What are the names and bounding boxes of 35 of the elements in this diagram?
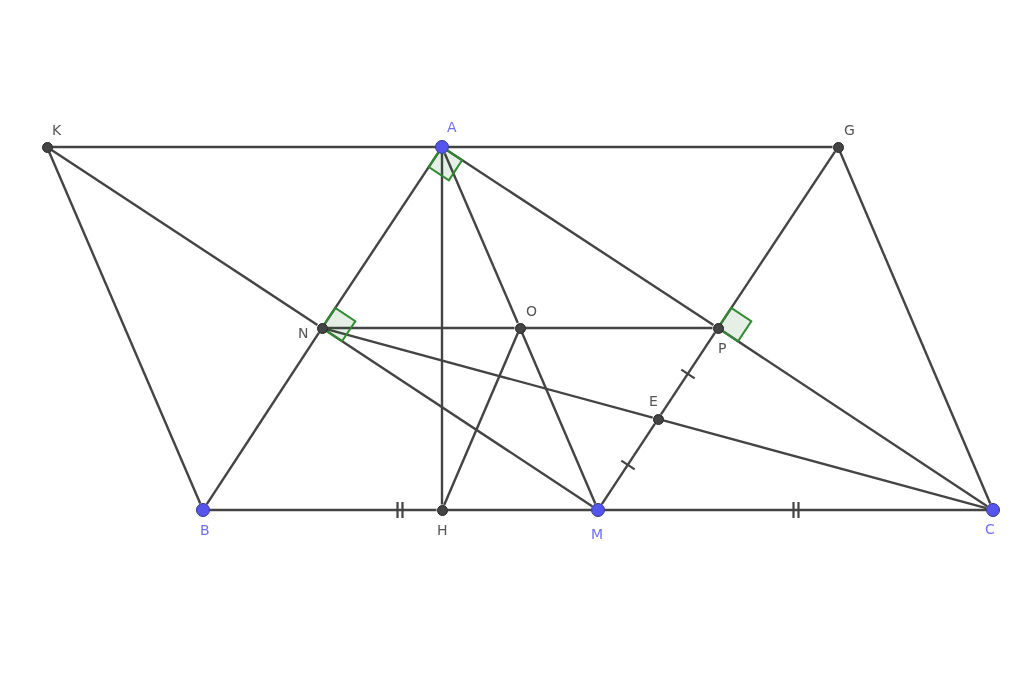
point-label: H: [437, 522, 448, 538]
point-label: O: [526, 303, 538, 319]
line-segment: [720, 150, 836, 325]
line-segment: [660, 331, 716, 416]
point-label: C: [985, 521, 995, 537]
line-segment: [324, 152, 440, 325]
line-segment: [663, 419, 987, 510]
line-segment: [447, 508, 591, 512]
line-segment: [327, 326, 515, 330]
point-label: N: [298, 325, 309, 341]
point-label: B: [200, 522, 210, 538]
line-segment: [48, 151, 202, 505]
line-segment: [600, 422, 656, 505]
point-label: M: [591, 526, 604, 542]
line-segment: [521, 332, 597, 505]
line-segment: [525, 326, 713, 330]
point-label: P: [718, 340, 727, 356]
line-segment: [443, 152, 519, 324]
point-label: E: [649, 393, 658, 409]
line-segment: [447, 149, 715, 326]
line-segment: [327, 328, 653, 419]
line-segment: [50, 149, 319, 326]
point-label: A: [447, 119, 457, 135]
line-segment: [440, 154, 444, 505]
line-segment: [605, 508, 986, 512]
line-segment: [721, 330, 988, 508]
line-segment: [210, 508, 437, 512]
line-segment: [52, 145, 435, 149]
line-segment: [443, 332, 519, 506]
point-label: K: [52, 122, 62, 138]
point-label: G: [844, 122, 855, 138]
line-segment: [839, 151, 992, 505]
line-segment: [449, 145, 833, 149]
line-segment: [205, 331, 320, 505]
line-segment: [325, 330, 593, 508]
